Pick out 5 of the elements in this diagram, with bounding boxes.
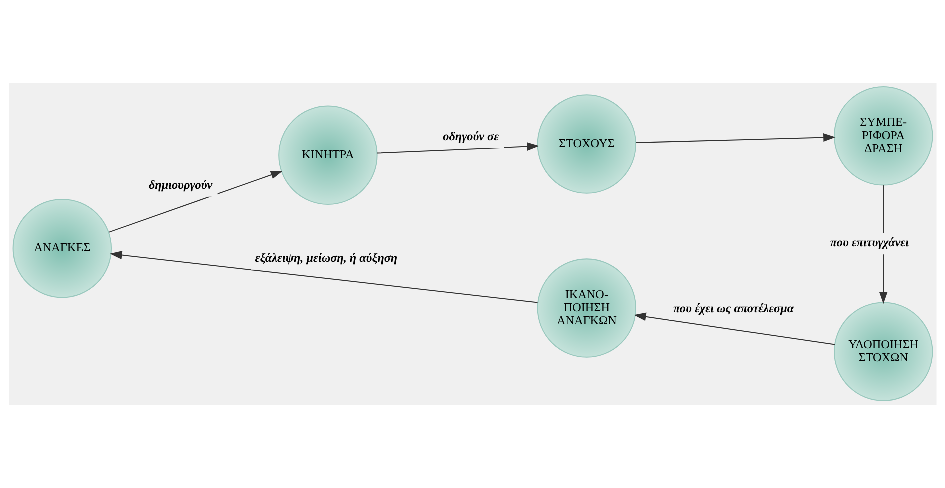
edge-label: εξάλειψη, μείωση, ή αύξηση: [254, 250, 398, 265]
edge-label: οδηγούν σε: [442, 129, 499, 144]
edge-label: δημιουργούν: [148, 178, 212, 192]
edge-label: που επιτυγχάνει: [830, 236, 909, 250]
edge-label: που έχει ως αποτέλεσμα: [672, 301, 794, 316]
